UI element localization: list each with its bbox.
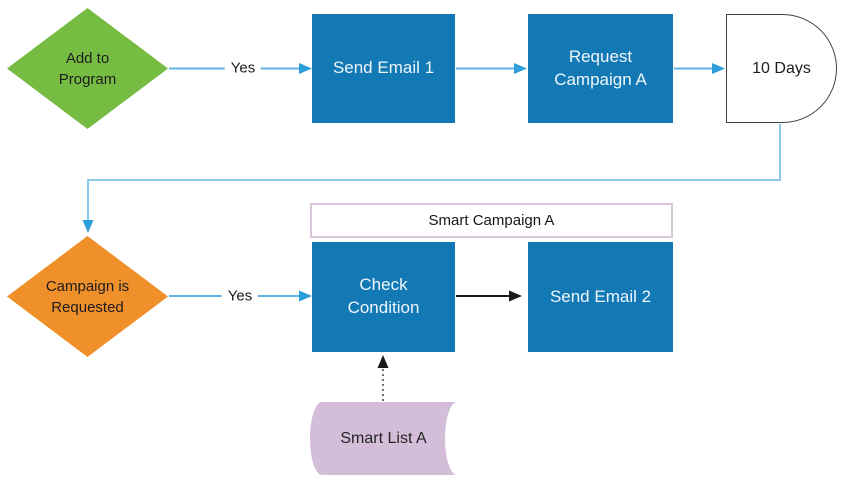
process-check-condition-label: Check Condition	[347, 275, 420, 317]
delay-10-days-label: 10 Days	[752, 59, 811, 77]
process-request-campaign-a: Request Campaign A	[528, 14, 673, 123]
process-send-email-2-label: Send Email 2	[549, 286, 652, 306]
edge-label-yes-bottom: Yes	[221, 287, 259, 305]
container-smart-campaign-a: Smart Campaign A	[310, 203, 673, 238]
decision-campaign-is-requested-label: Campaign is Requested	[45, 277, 130, 316]
stored-data-shape-path	[310, 402, 457, 475]
process-request-campaign-a-label: Request Campaign A	[554, 46, 647, 89]
delay-10-days: 10 Days	[726, 14, 837, 123]
stored-data-smart-list-a-label: Smart List A	[340, 429, 427, 447]
stored-data-smart-list-a: Smart List A	[310, 402, 457, 475]
edge-label-yes-top: Yes	[224, 59, 262, 77]
stored-data-shape	[310, 402, 457, 475]
container-smart-campaign-a-label: Smart Campaign A	[428, 212, 555, 229]
edge-10-days-to-campaign-is-requested	[82, 124, 781, 233]
decision-add-to-program-label: Add to Program	[58, 49, 117, 88]
process-send-email-2: Send Email 2	[528, 242, 673, 352]
process-send-email-1-label: Send Email 1	[332, 58, 435, 78]
process-check-condition: Check Condition	[312, 242, 455, 352]
process-send-email-1: Send Email 1	[312, 14, 455, 123]
